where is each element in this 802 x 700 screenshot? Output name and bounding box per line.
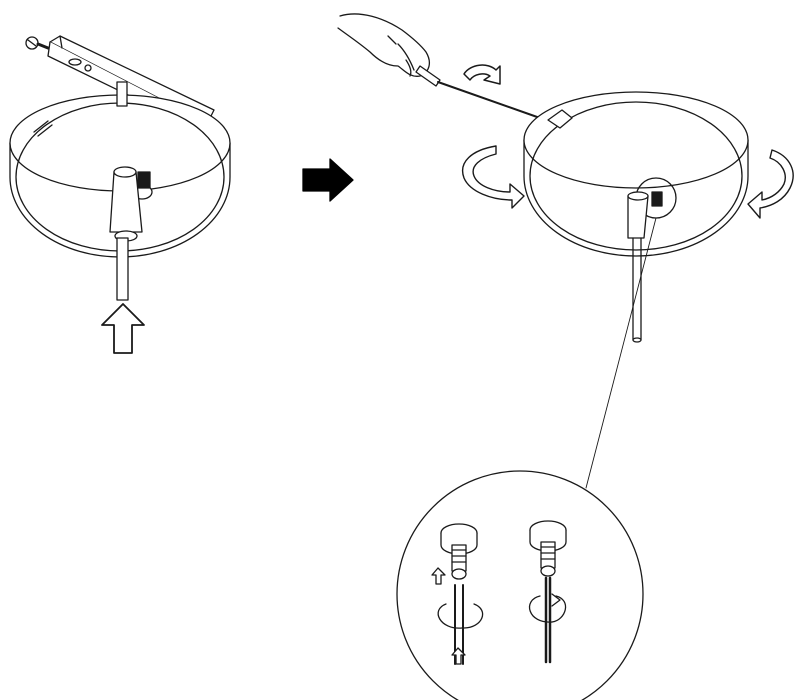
cable-gripper <box>627 191 649 239</box>
detail-leader-line <box>585 217 657 489</box>
canopy-rotation-arrow-left <box>461 145 525 209</box>
step-1 <box>9 35 231 354</box>
push-arrow-icon <box>431 567 446 585</box>
next-step-arrow-icon <box>302 158 354 202</box>
hand-icon <box>337 13 431 77</box>
screw-icon <box>25 36 50 50</box>
step-2 <box>337 13 794 343</box>
rotate-arrow-icon <box>551 593 561 607</box>
suspension-cable <box>632 237 642 341</box>
push-arrow-icon <box>451 647 466 665</box>
cable-gripper <box>109 166 143 242</box>
detail-magnifier <box>396 470 644 700</box>
gripper-detail-twist <box>529 520 567 664</box>
rotate-arrow-icon <box>463 64 501 85</box>
suspension-cable <box>116 237 129 301</box>
gripper-detail-insert <box>431 523 484 665</box>
screwdriver-icon <box>415 65 554 126</box>
set-screw <box>651 191 663 207</box>
push-arrow-icon <box>101 303 145 354</box>
canopy-rotation-arrow-right <box>747 149 794 219</box>
